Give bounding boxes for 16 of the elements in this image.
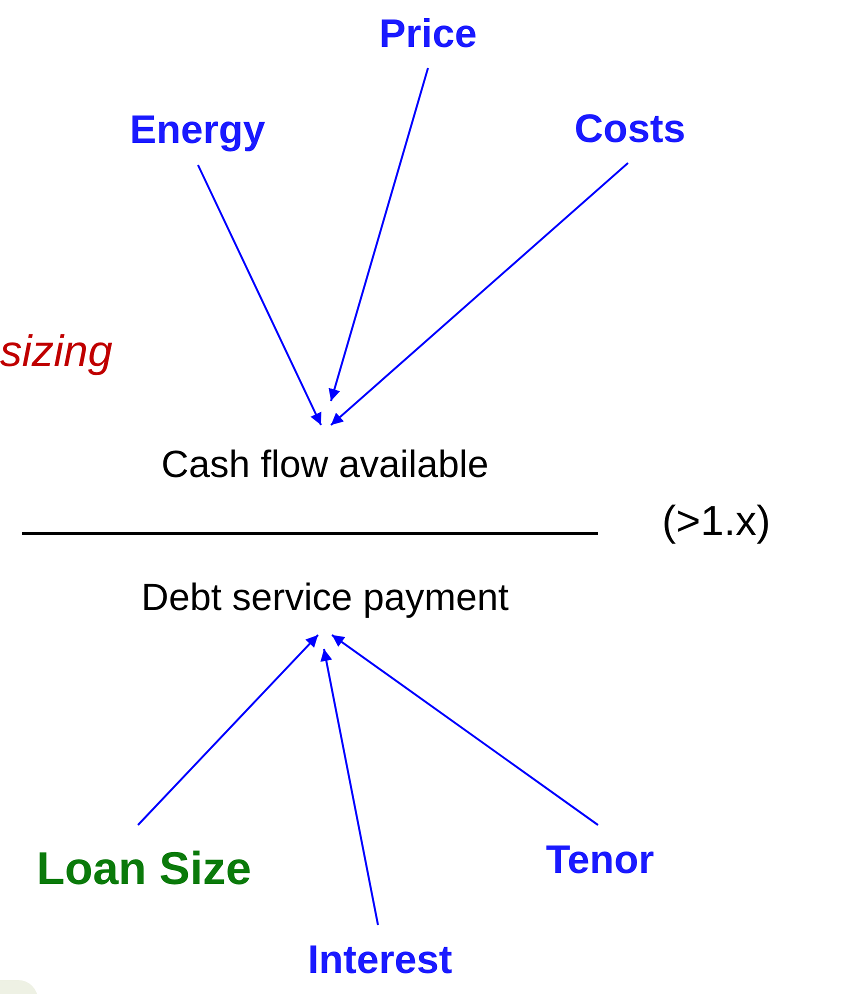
node-label: Energy bbox=[130, 110, 266, 150]
arrow bbox=[197, 164, 322, 426]
arrow bbox=[137, 634, 319, 826]
node-label: Costs bbox=[574, 109, 686, 149]
node-label: Loan Size bbox=[36, 844, 252, 890]
node-label: Interest bbox=[308, 940, 452, 980]
note-text: sizing bbox=[0, 330, 112, 374]
node-label: Price bbox=[379, 14, 477, 54]
ratio-note: (>1.x) bbox=[662, 500, 771, 542]
node-label: Debt service payment bbox=[141, 578, 509, 616]
arrow bbox=[330, 162, 629, 426]
arrow bbox=[331, 634, 599, 826]
node-label: Cash flow available bbox=[161, 446, 489, 484]
node-label: Tenor bbox=[546, 840, 654, 880]
arrow bbox=[328, 68, 429, 402]
arrow bbox=[320, 648, 379, 926]
